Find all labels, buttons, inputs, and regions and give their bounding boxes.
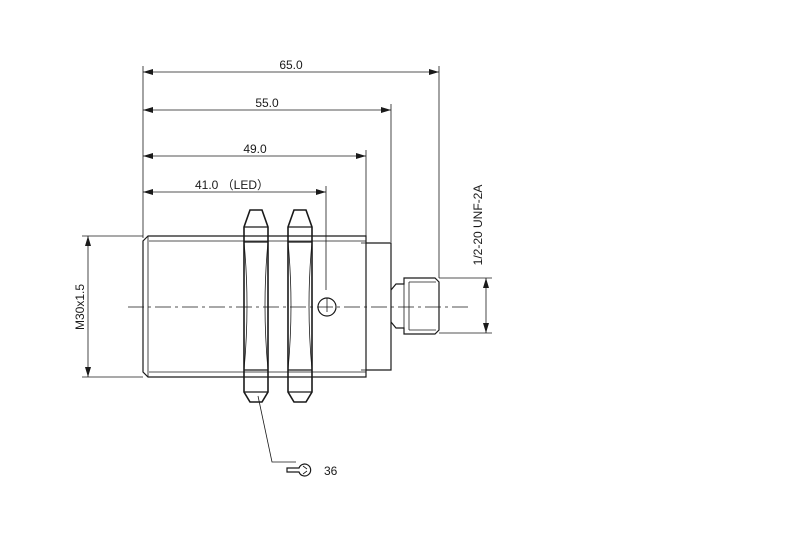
lock-nut-1 (243, 209, 269, 403)
threaded-housing (142, 235, 367, 378)
sensor-body (142, 209, 440, 403)
m30-thread-label: M30x1.5 (73, 284, 87, 330)
wrench-size-label: 36 (324, 464, 338, 478)
lock-nut-2 (287, 209, 313, 403)
connector (390, 277, 440, 335)
unf-thread-label: 1/2-20 UNF-2A (471, 185, 485, 266)
wrench-icon (286, 463, 312, 477)
extension-lines (82, 66, 492, 378)
dimension-lines (85, 69, 489, 377)
dim-41-led-label: 41.0 （LED） (195, 178, 269, 192)
dim-49-label: 49.0 (243, 142, 267, 156)
wrench-leader (257, 395, 296, 463)
dim-65-label: 65.0 (279, 58, 303, 72)
dim-55-label: 55.0 (255, 96, 279, 110)
rear-cap (366, 242, 392, 371)
